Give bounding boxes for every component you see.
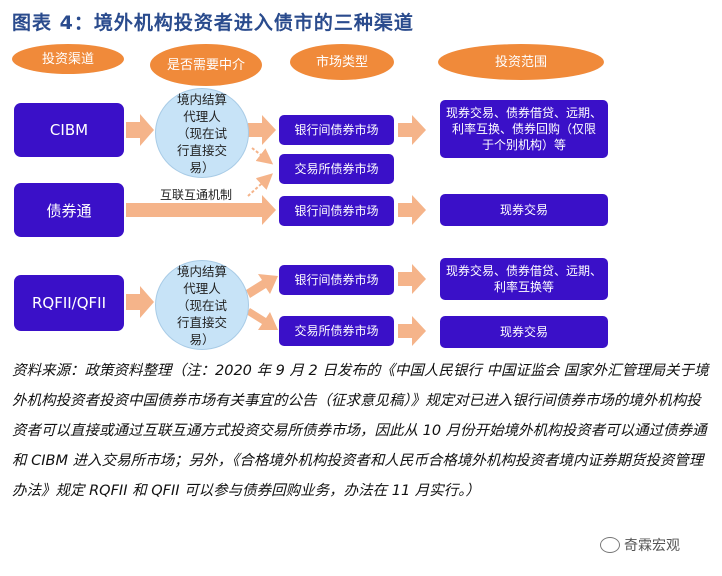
arrow-agent-to-exchange3 <box>246 308 278 330</box>
arrow-interbank3-to-scope <box>398 264 426 294</box>
agent-line: 易） <box>189 331 215 347</box>
arrow-exchange3-to-scope <box>398 316 426 346</box>
scope-rqfii-interbank: 现券交易、债券借贷、远期、 利率互换等 <box>440 258 608 300</box>
channel-cibm: CIBM <box>14 103 124 157</box>
agent-oval-cibm: 境内结算 代理人 （现在试 行直接交 易） <box>155 88 249 178</box>
scope-line: 利率互换、债券回购（仅限 <box>451 122 596 136</box>
header-channel: 投资渠道 <box>12 44 124 74</box>
agent-oval-rqfii: 境内结算 代理人 （现在试 行直接交 易） <box>155 260 249 350</box>
agent-line: 境内结算 <box>176 263 227 279</box>
scope-bond-connect: 现券交易 <box>440 194 608 226</box>
scope-line: 现券交易、债券借贷、远期、 <box>445 264 602 278</box>
arrow-interbank-to-scope <box>398 115 426 145</box>
arrow-interbank2-to-scope <box>398 195 426 225</box>
scope-line: 利率互换等 <box>493 280 554 294</box>
market-exchange-3: 交易所债券市场 <box>279 316 394 346</box>
agent-line: 境内结算 <box>176 91 227 107</box>
header-scope: 投资范围 <box>438 44 604 80</box>
market-interbank-1: 银行间债券市场 <box>279 115 394 145</box>
arrow-rqfii-to-agent <box>126 286 154 318</box>
watermark: 奇霖宏观 <box>600 535 680 555</box>
market-exchange-1: 交易所债券市场 <box>279 154 394 184</box>
agent-line: 代理人 <box>183 280 221 296</box>
scope-line: 现券交易、债券借贷、远期、 <box>445 106 602 120</box>
arrow-agent-to-interbank <box>248 115 276 145</box>
agent-line: 行直接交 <box>176 142 227 158</box>
watermark-text: 奇霖宏观 <box>624 538 680 554</box>
dashed-arrow-connect-to-exchange <box>247 173 273 197</box>
channel-rqfii-qfii: RQFII/QFII <box>14 275 124 331</box>
arrow-bondconnect-to-interbank <box>126 195 276 225</box>
dashed-arrow-agent-to-exchange <box>251 147 274 165</box>
wechat-icon <box>600 537 620 553</box>
agent-line: 代理人 <box>183 108 221 124</box>
market-interbank-3: 银行间债券市场 <box>279 265 394 295</box>
connect-label: 互联互通机制 <box>160 188 233 202</box>
scope-cibm: 现券交易、债券借贷、远期、 利率互换、债券回购（仅限 于个别机构）等 <box>440 100 608 158</box>
agent-line: （现在试 <box>176 297 227 313</box>
arrow-cibm-to-agent <box>126 114 154 146</box>
channel-bond-connect: 债券通 <box>14 183 124 237</box>
header-market-type: 市场类型 <box>290 44 394 80</box>
agent-line: （现在试 <box>176 125 227 141</box>
source-note: 资料来源：政策资料整理（注：2020 年 9 月 2 日发布的《中国人民银行 中… <box>12 363 709 499</box>
agent-line: 易） <box>189 159 215 175</box>
scope-line: 于个别机构）等 <box>481 138 566 152</box>
scope-rqfii-exchange: 现券交易 <box>440 316 608 348</box>
figure-title: 图表 4：境外机构投资者进入债市的三种渠道 <box>12 12 414 34</box>
arrow-agent-to-interbank3 <box>246 274 278 298</box>
market-interbank-2: 银行间债券市场 <box>279 196 394 226</box>
agent-line: 行直接交 <box>176 314 227 330</box>
header-intermediary: 是否需要中介 <box>150 44 262 86</box>
